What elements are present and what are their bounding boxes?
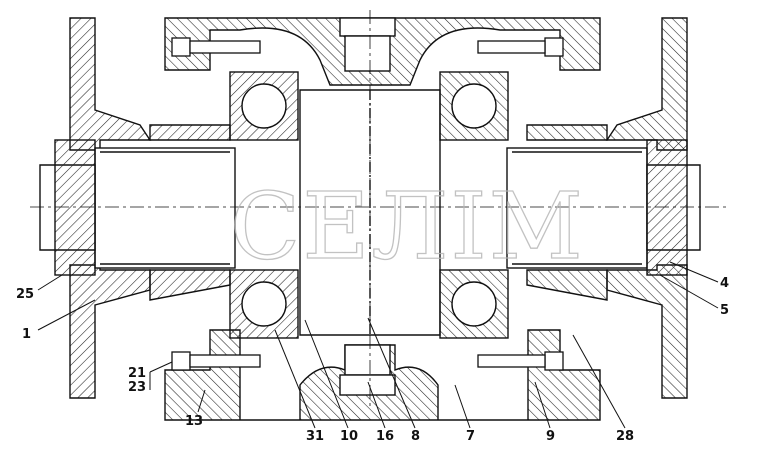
callout-28: 28 — [616, 429, 634, 444]
callout-7: 7 — [466, 429, 475, 444]
center-lines — [30, 10, 730, 410]
callout-10: 10 — [340, 429, 358, 444]
callout-8: 8 — [411, 429, 420, 444]
nuts — [54, 139, 688, 276]
callout-25: 25 — [16, 287, 34, 302]
callout-4: 4 — [720, 276, 729, 291]
callout-9: 9 — [546, 429, 555, 444]
callout-16: 16 — [376, 429, 394, 444]
callout-labels: 25 1 21 23 13 31 10 16 8 7 9 28 4 5 — [16, 276, 729, 444]
callout-13: 13 — [185, 414, 203, 429]
bearings — [229, 71, 509, 339]
watermark-text: СЕЛІМ — [230, 173, 585, 280]
callout-23: 23 — [128, 380, 146, 395]
leader-lines — [37, 261, 719, 429]
callout-21: 21 — [128, 366, 146, 381]
callout-1: 1 — [22, 327, 31, 342]
plugs — [339, 17, 396, 396]
callout-5: 5 — [720, 303, 729, 318]
callout-31: 31 — [306, 429, 324, 444]
bolts — [171, 37, 564, 371]
